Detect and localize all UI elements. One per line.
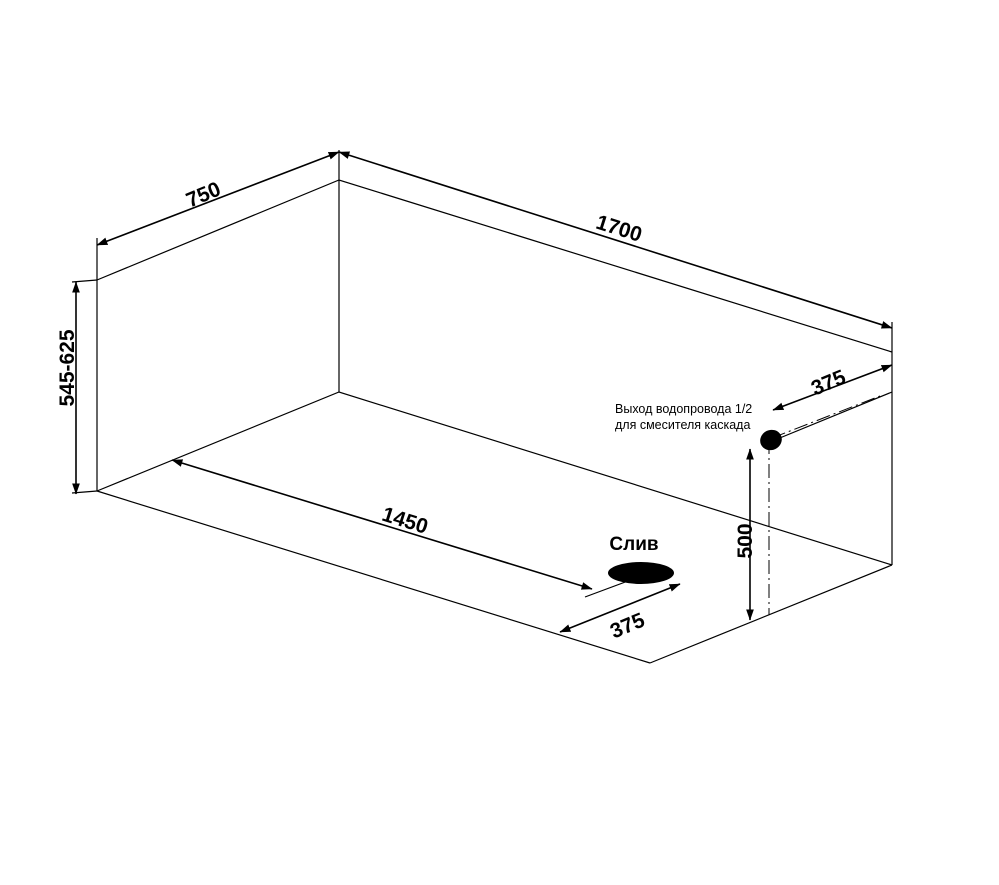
water-outlet-hole xyxy=(760,429,782,451)
dim-line-drain-length xyxy=(171,459,593,590)
dim-height-label: 545-625 xyxy=(56,329,79,406)
dim-line-length xyxy=(338,151,893,329)
dim-pipe-offset-label: 375 xyxy=(808,366,849,401)
pipe-wall-line xyxy=(769,391,893,443)
dim-line-drain-offset xyxy=(559,583,681,633)
dim-width-label: 750 xyxy=(183,178,224,213)
dim-drain-offset-label: 375 xyxy=(607,609,648,644)
dimension-lines xyxy=(72,151,893,633)
dim-line-width xyxy=(96,151,340,246)
water-outlet-label-line1: Выход водопровода 1/2 xyxy=(615,402,752,416)
ext-height-top xyxy=(71,279,98,283)
bottom-right-edge xyxy=(649,564,893,664)
drain-hole xyxy=(608,562,674,584)
dim-line-pipe-offset xyxy=(772,364,893,411)
dim-pipe-height-label: 500 xyxy=(734,523,757,558)
bottom-back-edge xyxy=(96,391,893,566)
water-outlet-label-line2: для смесителя каскада xyxy=(615,418,750,432)
pipe-horizontal-centerline xyxy=(771,395,881,439)
dim-drain-length-label: 1450 xyxy=(379,503,430,539)
bottom-front-edge xyxy=(96,490,651,664)
top-back-edge xyxy=(96,179,893,353)
bathtub-outline xyxy=(96,179,893,664)
drain-label: Слив xyxy=(609,534,658,555)
